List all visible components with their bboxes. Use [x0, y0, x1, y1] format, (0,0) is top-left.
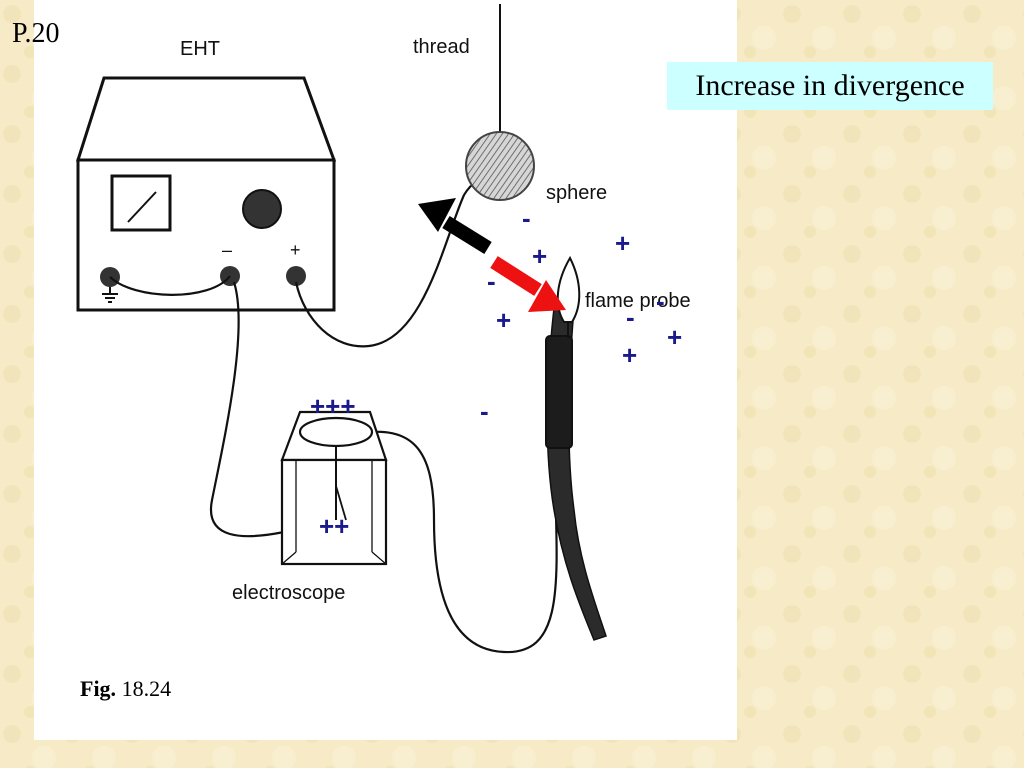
divergence-callout: Increase in divergence	[667, 62, 993, 110]
negative-terminal-label: –	[222, 240, 233, 260]
figure-caption: Fig. 18.24	[80, 676, 171, 702]
charge-cap-plus: +++	[310, 391, 356, 421]
arrow-red-icon	[490, 256, 566, 312]
control-knob[interactable]	[242, 189, 282, 229]
gold-leaf	[335, 485, 347, 521]
charge-minus: -	[487, 266, 496, 296]
apparatus-diagram	[75, 4, 607, 654]
thread-label: thread	[413, 36, 470, 58]
charge-plus: +	[532, 241, 548, 271]
charge-plus: +	[622, 340, 638, 370]
eht-label: EHT	[180, 38, 220, 60]
eht-supply	[75, 76, 337, 312]
electroscope-cap	[298, 416, 374, 448]
figure-caption-prefix: Fig.	[80, 676, 117, 701]
sphere-label: sphere	[546, 182, 608, 204]
figure-caption-number: 18.24	[121, 676, 172, 701]
page-number: P.20	[12, 18, 60, 49]
flame-probe	[545, 255, 607, 641]
earth-symbol-icon	[102, 287, 118, 303]
arrow-black-icon	[418, 198, 492, 254]
charge-plus: +	[615, 228, 631, 258]
electroscope	[280, 410, 388, 566]
charge-plus: +	[496, 305, 512, 335]
sphere	[465, 131, 535, 201]
charge-minus: -	[656, 286, 665, 316]
charge-minus: -	[626, 302, 635, 332]
charge-leaf-plus: ++	[319, 511, 350, 541]
electroscope-label: electroscope	[232, 582, 346, 604]
flame-icon	[556, 255, 581, 323]
charge-minus: -	[480, 396, 489, 426]
positive-terminal-label: +	[290, 240, 301, 260]
charge-plus: +	[667, 322, 683, 352]
meter	[110, 174, 172, 232]
charge-minus: -	[522, 203, 531, 233]
positive-terminal	[286, 266, 306, 286]
flame-probe-label: flame probe	[585, 290, 691, 312]
